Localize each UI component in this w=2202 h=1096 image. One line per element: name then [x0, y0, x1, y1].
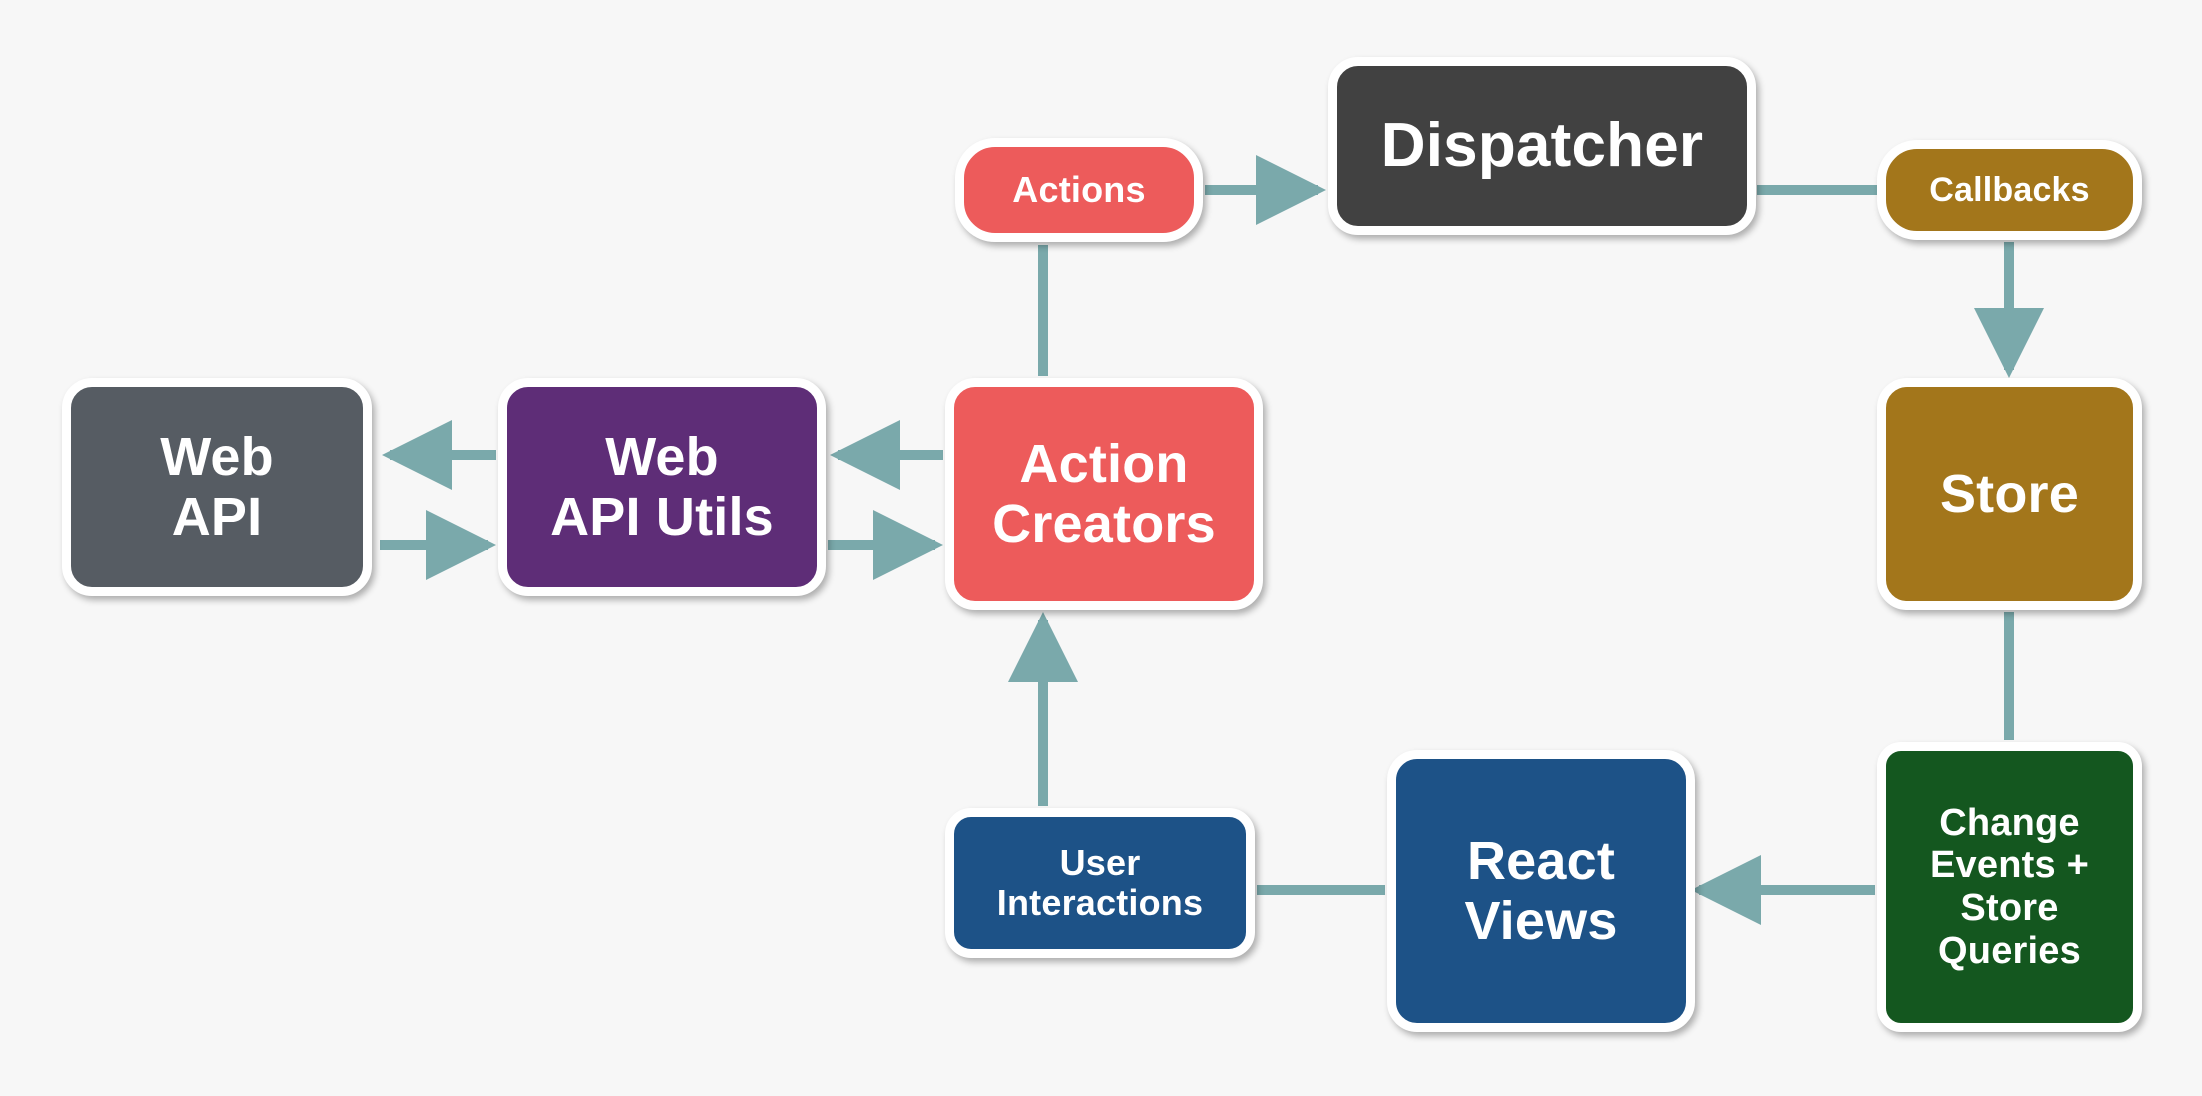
node-user-interactions-label: User Interactions [996, 841, 1204, 923]
node-change-events[interactable]: Change Events + Store Queries [1877, 742, 2142, 1032]
node-react-views[interactable]: React Views [1387, 750, 1695, 1032]
node-web-api[interactable]: Web API [62, 378, 372, 596]
node-web-api-utils-label: Web API Utils [550, 426, 774, 547]
node-change-events-label: Change Events + Store Queries [1930, 801, 2089, 972]
node-web-api-utils[interactable]: Web API Utils [498, 378, 826, 596]
node-callbacks[interactable]: Callbacks [1877, 140, 2142, 240]
node-callbacks-label: Callbacks [1929, 170, 2090, 209]
node-react-views-label: React Views [1464, 830, 1618, 951]
node-web-api-label: Web API [160, 426, 274, 547]
node-store-label: Store [1939, 463, 2080, 524]
node-action-creators[interactable]: Action Creators [945, 378, 1263, 610]
node-dispatcher[interactable]: Dispatcher [1328, 57, 1756, 235]
node-actions[interactable]: Actions [955, 138, 1203, 242]
node-user-interactions[interactable]: User Interactions [945, 808, 1255, 958]
node-actions-label: Actions [1012, 168, 1146, 210]
node-store[interactable]: Store [1877, 378, 2142, 610]
node-action-creators-label: Action Creators [992, 433, 1216, 554]
node-dispatcher-label: Dispatcher [1380, 111, 1704, 181]
